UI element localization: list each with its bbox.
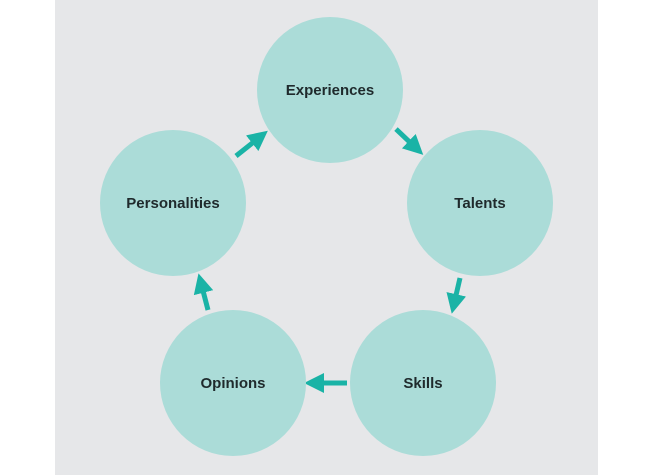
node-skills-label: Skills (403, 375, 442, 392)
node-opinions-circle (160, 310, 306, 456)
node-skills: Skills (350, 310, 496, 456)
node-experiences-circle (257, 17, 403, 163)
arrow-opinions-to-personalities (193, 273, 214, 311)
node-opinions: Opinions (160, 310, 306, 456)
arrow-experiences-to-talents (394, 127, 424, 155)
edges-layer (193, 127, 466, 393)
node-talents: Talents (407, 130, 553, 276)
node-experiences-label: Experiences (286, 82, 374, 99)
node-experiences: Experiences (257, 17, 403, 163)
arrow-personalities-to-experiences (234, 130, 268, 158)
node-talents-circle (407, 130, 553, 276)
node-personalities-circle (100, 130, 246, 276)
node-opinions-label: Opinions (201, 375, 266, 392)
node-personalities: Personalities (100, 130, 246, 276)
node-personalities-label: Personalities (126, 195, 219, 212)
node-talents-label: Talents (454, 195, 505, 212)
arrow-talents-to-skills (446, 277, 466, 314)
node-skills-circle (350, 310, 496, 456)
nodes-layer: Experiences Talents Skills Opinions Pers… (100, 17, 553, 456)
